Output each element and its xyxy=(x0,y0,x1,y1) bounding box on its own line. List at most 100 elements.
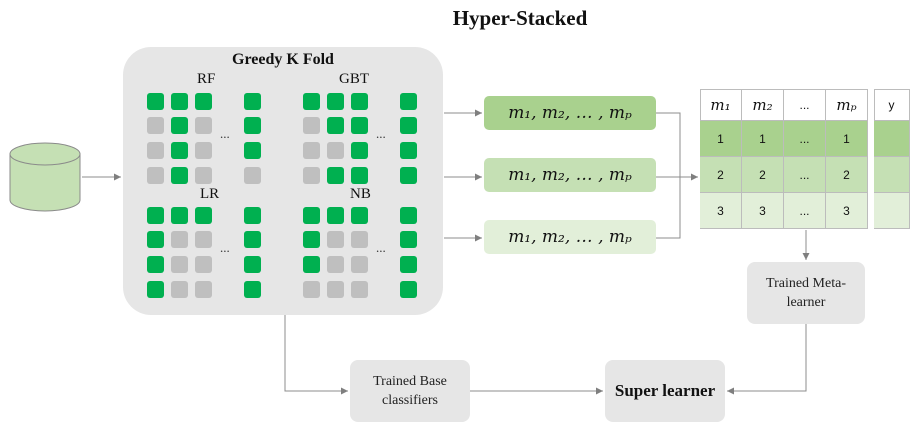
fold-cell-holdout xyxy=(195,142,212,159)
table-cell: ... xyxy=(784,157,826,193)
fold-cell-train xyxy=(327,207,344,224)
table-cell: 3 xyxy=(742,193,784,229)
fold-cell-train xyxy=(327,167,344,184)
fold-ellipsis: ... xyxy=(220,126,230,141)
database-icon xyxy=(9,142,81,212)
fold-cell-holdout xyxy=(351,281,368,298)
fold-cell-holdout xyxy=(195,231,212,248)
table-cell: 1 xyxy=(742,121,784,157)
fold-cell-train xyxy=(351,142,368,159)
fold-cell-holdout xyxy=(195,256,212,273)
table-cell: 1 xyxy=(700,121,742,157)
fold-cell-holdout xyxy=(303,142,320,159)
fold-cell-train xyxy=(147,93,164,110)
prediction-label: m₁, m₂, … , mₚ xyxy=(508,103,632,123)
fold-cell-train xyxy=(303,93,320,110)
fold-cell-train xyxy=(400,167,417,184)
table-header-cell: mₚ xyxy=(826,89,868,121)
fold-cell-holdout xyxy=(195,117,212,134)
prediction-label: m₁, m₂, … , mₚ xyxy=(508,165,632,185)
fold-cell-train xyxy=(351,167,368,184)
fold-cell-holdout xyxy=(171,256,188,273)
fold-cell-holdout xyxy=(303,167,320,184)
fold-cell-train xyxy=(244,256,261,273)
trained-base-classifiers-node: Trained Base classifiers xyxy=(350,360,470,422)
fold-cell-train xyxy=(171,167,188,184)
fold-cell-train xyxy=(244,93,261,110)
fold-cell-train xyxy=(147,207,164,224)
table-header-cell: m₁ xyxy=(700,89,742,121)
table-cell: 3 xyxy=(700,193,742,229)
classifier-label-lr: LR xyxy=(200,186,220,202)
classifier-label-nb: NB xyxy=(350,186,371,202)
fold-cell-train xyxy=(147,256,164,273)
fold-cell-holdout xyxy=(303,117,320,134)
fold-cell-holdout xyxy=(195,167,212,184)
fold-cell-holdout xyxy=(244,167,261,184)
fold-cell-train xyxy=(400,207,417,224)
fold-cell-train xyxy=(244,207,261,224)
fold-cell-train xyxy=(327,117,344,134)
classifier-label-rf: RF xyxy=(197,71,216,87)
classifier-label-gbt: GBT xyxy=(339,71,369,87)
fold-cell-holdout xyxy=(171,231,188,248)
fold-cell-train xyxy=(351,117,368,134)
prediction-output-1: m₁, m₂, … , mₚ xyxy=(484,96,656,130)
table-cell: 2 xyxy=(700,157,742,193)
prediction-label: m₁, m₂, … , mₚ xyxy=(508,227,632,247)
prediction-output-3: m₁, m₂, … , mₚ xyxy=(484,220,656,254)
fold-cell-holdout xyxy=(171,281,188,298)
greedy-k-fold-title: Greedy K Fold xyxy=(232,51,334,68)
fold-cell-train xyxy=(303,256,320,273)
arrow-meta-to-super xyxy=(727,324,807,395)
fold-cell-train xyxy=(400,231,417,248)
fold-cell-holdout xyxy=(147,117,164,134)
prediction-output-2: m₁, m₂, … , mₚ xyxy=(484,158,656,192)
fold-cell-train xyxy=(400,142,417,159)
super-learner-node: Super learner xyxy=(605,360,725,422)
fold-cell-train xyxy=(147,281,164,298)
fold-cell-train xyxy=(351,207,368,224)
table-cell: 2 xyxy=(826,157,868,193)
target-cell xyxy=(874,157,910,193)
fold-cell-holdout xyxy=(327,281,344,298)
fold-cell-train xyxy=(400,117,417,134)
fold-cell-train xyxy=(400,256,417,273)
table-header-cell: m₂ xyxy=(742,89,784,121)
fold-cell-train xyxy=(244,231,261,248)
fold-cell-train xyxy=(195,207,212,224)
fold-cell-holdout xyxy=(195,281,212,298)
fold-cell-holdout xyxy=(147,142,164,159)
fold-ellipsis: ... xyxy=(376,126,386,141)
fold-cell-train xyxy=(303,231,320,248)
fold-cell-train xyxy=(171,93,188,110)
fold-cell-holdout xyxy=(351,231,368,248)
diagram-title: Hyper-Stacked xyxy=(452,6,588,30)
fold-cell-train xyxy=(351,93,368,110)
table-cell: 3 xyxy=(826,193,868,229)
table-cell: ... xyxy=(784,121,826,157)
fold-cell-holdout xyxy=(147,167,164,184)
fold-cell-train xyxy=(171,117,188,134)
fold-cell-train xyxy=(303,207,320,224)
fold-cell-holdout xyxy=(303,281,320,298)
fold-cell-holdout xyxy=(351,256,368,273)
fold-cell-train xyxy=(327,93,344,110)
fold-cell-holdout xyxy=(327,231,344,248)
fold-cell-train xyxy=(400,93,417,110)
fold-cell-train xyxy=(244,142,261,159)
table-header-cell: ... xyxy=(784,89,826,121)
fold-ellipsis: ... xyxy=(220,240,230,255)
table-cell: 2 xyxy=(742,157,784,193)
fold-ellipsis: ... xyxy=(376,240,386,255)
table-cell: 1 xyxy=(826,121,868,157)
fold-cell-train xyxy=(171,142,188,159)
target-cell xyxy=(874,193,910,229)
trained-meta-learner-node: Trained Meta-learner xyxy=(747,262,865,324)
fold-cell-holdout xyxy=(327,142,344,159)
fold-cell-train xyxy=(244,117,261,134)
fold-cell-train xyxy=(400,281,417,298)
table-cell: ... xyxy=(784,193,826,229)
